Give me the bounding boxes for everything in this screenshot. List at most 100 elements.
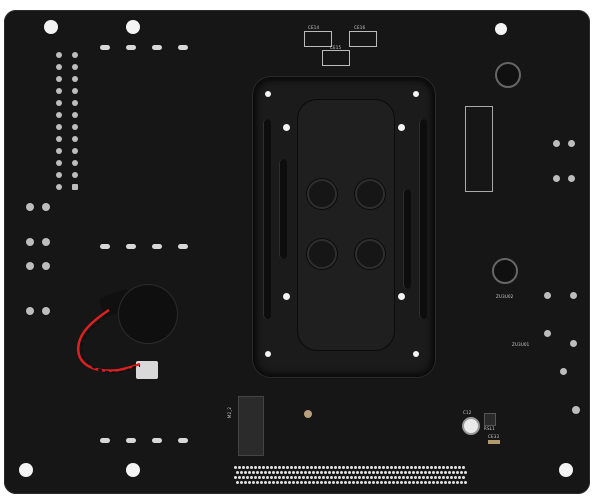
pin [304, 471, 307, 474]
io-pad [553, 140, 560, 147]
pin [362, 466, 365, 469]
mounting-hole-top-left [44, 20, 58, 34]
pin [360, 481, 363, 484]
pin [396, 481, 399, 484]
backplate-center [297, 99, 395, 351]
pin [454, 466, 457, 469]
pin [424, 481, 427, 484]
pin [402, 476, 405, 479]
pin [236, 481, 239, 484]
pin [234, 466, 237, 469]
slot-pad [126, 45, 136, 50]
pin [312, 481, 315, 484]
pin [396, 471, 399, 474]
pin [286, 466, 289, 469]
pin [284, 471, 287, 474]
pin [450, 466, 453, 469]
pin [274, 466, 277, 469]
pin [452, 471, 455, 474]
standoff-screw [492, 258, 518, 284]
pin [256, 481, 259, 484]
pin [300, 471, 303, 474]
pin [412, 471, 415, 474]
slot-pad [178, 45, 188, 50]
pin [296, 481, 299, 484]
pin [298, 466, 301, 469]
pin [336, 471, 339, 474]
pin [282, 476, 285, 479]
pin [458, 476, 461, 479]
slot-pad [152, 45, 162, 50]
pin [362, 476, 365, 479]
pin [366, 466, 369, 469]
pin [268, 471, 271, 474]
backplate-screw [413, 91, 419, 97]
pin [264, 471, 267, 474]
pin [428, 481, 431, 484]
pin [320, 481, 323, 484]
pin [462, 466, 465, 469]
pin [274, 476, 277, 479]
pin [378, 476, 381, 479]
pin [438, 476, 441, 479]
pin [306, 466, 309, 469]
pin [404, 471, 407, 474]
pin [340, 481, 343, 484]
pin [394, 476, 397, 479]
pin [434, 466, 437, 469]
pin [452, 481, 455, 484]
pin [290, 476, 293, 479]
pin [278, 466, 281, 469]
slot-pad [126, 438, 136, 443]
pin [356, 471, 359, 474]
pin [434, 476, 437, 479]
io-pad [544, 292, 551, 299]
pin [248, 471, 251, 474]
pin [314, 476, 317, 479]
pin [262, 466, 265, 469]
pin [368, 471, 371, 474]
pin [430, 476, 433, 479]
pin [386, 466, 389, 469]
pin [338, 466, 341, 469]
pin [280, 471, 283, 474]
pin [356, 481, 359, 484]
pin [288, 481, 291, 484]
pin [372, 471, 375, 474]
expansion-slot-pins [234, 466, 470, 488]
pin [266, 476, 269, 479]
pin [344, 471, 347, 474]
pin [290, 466, 293, 469]
pin [236, 471, 239, 474]
pin [338, 476, 341, 479]
io-pad [570, 292, 577, 299]
pin [354, 466, 357, 469]
pin [330, 476, 333, 479]
pin [446, 476, 449, 479]
m2-standoff [304, 410, 312, 418]
smd-ce33 [488, 440, 500, 444]
backplate-screw [398, 124, 405, 131]
pin [438, 466, 441, 469]
pin [346, 476, 349, 479]
io-pad [26, 262, 34, 270]
pin [282, 466, 285, 469]
pin [352, 471, 355, 474]
pin [302, 466, 305, 469]
slot-pad [100, 244, 110, 249]
pin [432, 471, 435, 474]
left-header-pads [56, 52, 80, 192]
pin [400, 481, 403, 484]
pin [448, 481, 451, 484]
backplate-screw [265, 91, 271, 97]
pin [248, 481, 251, 484]
slot-pad [100, 438, 110, 443]
pin [358, 466, 361, 469]
pin [272, 481, 275, 484]
pin [394, 466, 397, 469]
io-pad [572, 406, 580, 414]
pin [316, 481, 319, 484]
backplate-standoff [307, 179, 337, 209]
pin [240, 481, 243, 484]
label-ce14: CE14 [308, 25, 320, 30]
